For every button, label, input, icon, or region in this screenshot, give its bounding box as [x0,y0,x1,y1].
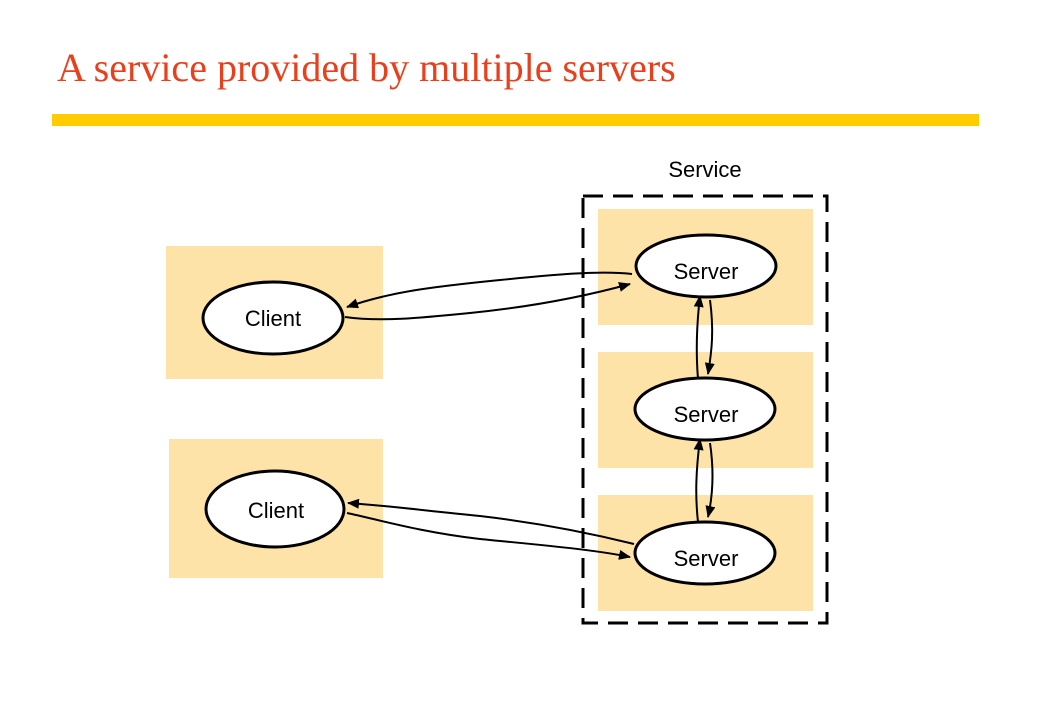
arrow-client1-to-server1 [344,282,631,321]
server-label-2: Server [674,402,739,427]
server-label-1: Server [674,259,739,284]
service-boundary [581,194,829,625]
server-label-3: Server [674,546,739,571]
client-node-2: Client [204,469,346,549]
arrow-server3-to-server2 [693,438,704,523]
arrow-server3-to-client2 [347,498,635,545]
server-node-1: Server [634,233,778,299]
arrow-server2-to-server1 [693,295,704,380]
arrow-server1-to-client1 [346,271,633,309]
client-label-2: Client [248,498,304,523]
client-label-1: Client [245,306,301,331]
slide-title: A service provided by multiple servers [57,45,676,90]
arrow-server1-to-server2 [704,299,715,375]
arrow-server2-to-server3 [705,442,716,518]
service-label: Service [668,157,741,182]
arrow-client2-to-server3 [346,512,631,560]
client-node-1: Client [201,280,345,356]
server-node-2: Server [633,376,777,442]
server-node-3: Server [633,520,777,586]
title-underline-bar [52,114,979,126]
